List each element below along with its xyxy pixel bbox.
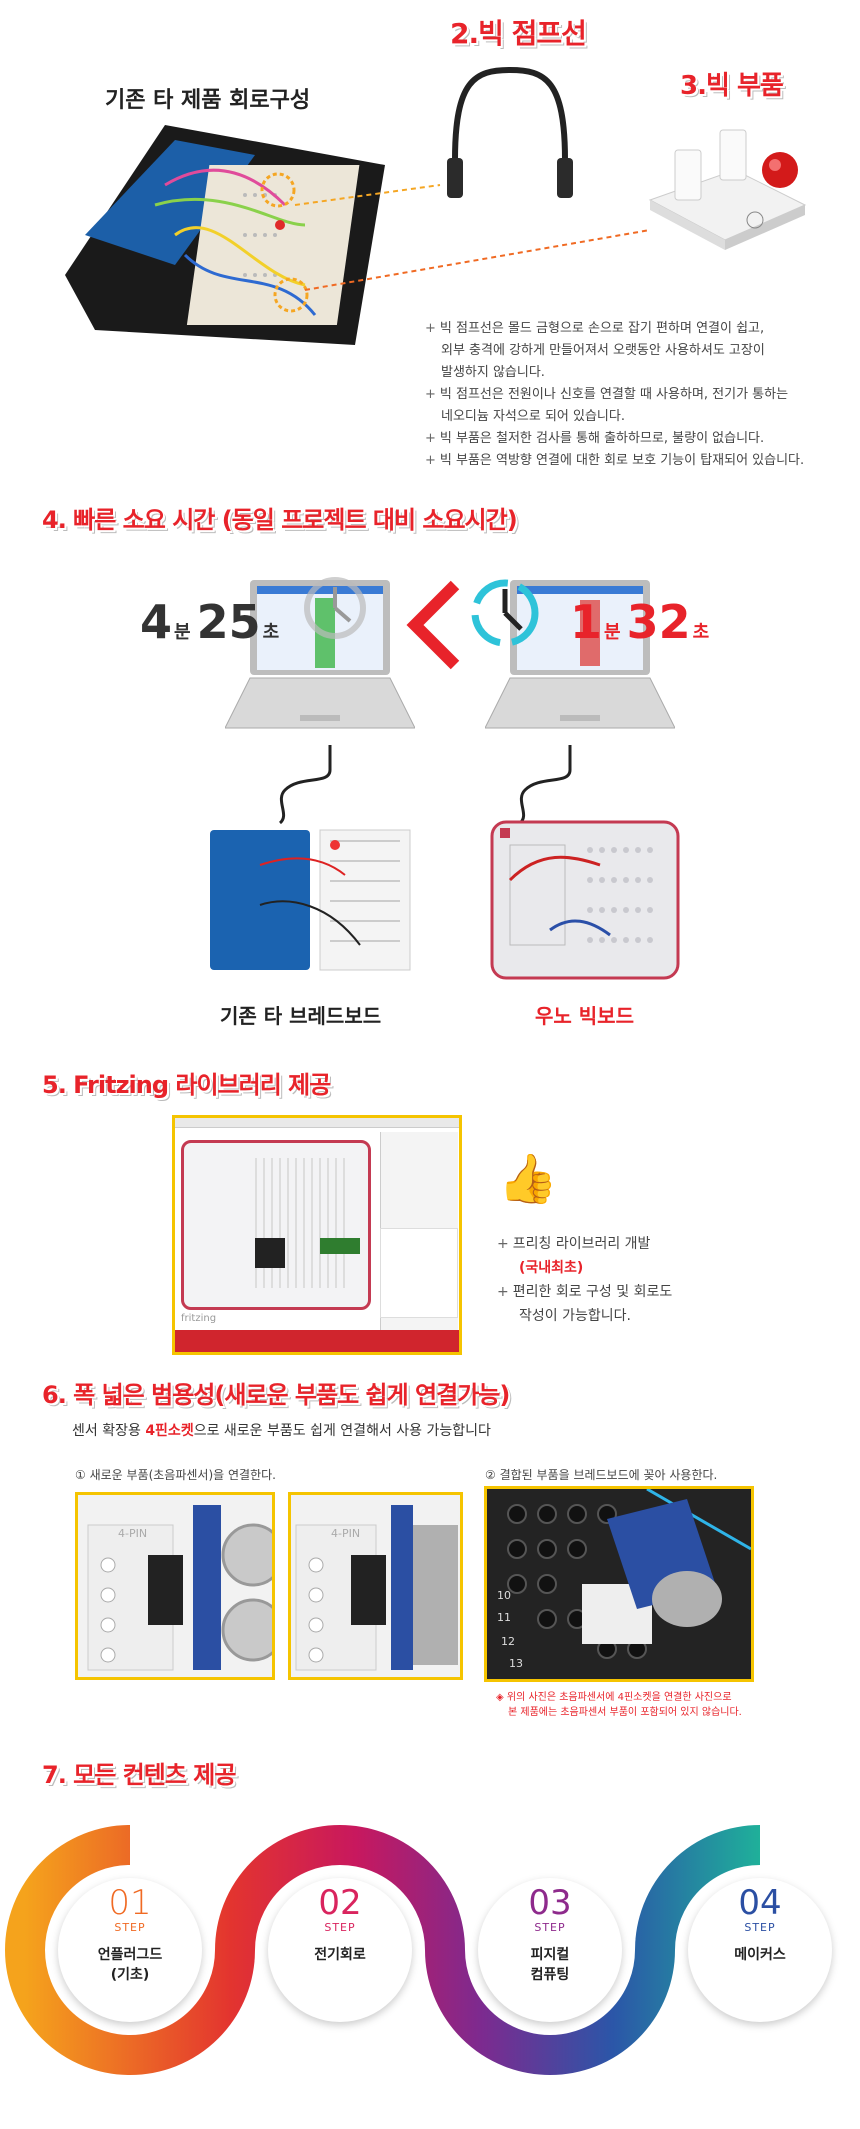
versatility-subtitle: 센서 확장용 4핀소켓으로 새로운 부품도 쉽게 연결해서 사용 가능합니다: [72, 1423, 491, 1439]
step1-caption: ① 새로운 부품(초음파센서)을 연결한다.: [75, 1468, 276, 1482]
usb-cables-image: [278, 745, 572, 825]
step-03: 03 STEP 피지컬 컴퓨팅: [478, 1885, 622, 1984]
step-word: STEP: [534, 1921, 566, 1934]
step-label: 언플러그드: [97, 1947, 163, 1963]
step-01: 01 STEP 언플러그드 (기초): [58, 1885, 202, 1984]
uno-bigboard-caption: 우노 빅보드: [535, 1004, 634, 1028]
versatility-title: 6. 폭 넓은 범용성(새로운 부품도 쉽게 연결가능): [42, 1381, 510, 1409]
right-laptop-image: [485, 580, 675, 729]
sensor-photo-1: 4-PIN: [75, 1492, 285, 1680]
step-number: 04: [738, 1883, 782, 1923]
step-sublabel: (기초): [110, 1967, 150, 1983]
step-label: 전기회로: [314, 1947, 366, 1963]
section-fritzing: 5. Fritzing 라이브러리 제공 fritzing 👍 +프리칭 라이브…: [0, 1060, 860, 1360]
row-label-11: 11: [497, 1611, 511, 1624]
step-word: STEP: [114, 1921, 146, 1934]
row-label-10: 10: [497, 1589, 511, 1602]
fritzing-label: fritzing: [181, 1313, 217, 1324]
sensor-note: ◈ 위의 사진은 초음파센서에 4핀소켓을 연결한 사진으로 본 제품에는 초음…: [496, 1692, 742, 1718]
section-big-parts: 기존 타 제품 회로구성 2.빅 점프선 3.빅 부품: [0, 0, 860, 490]
step-number: 01: [108, 1883, 152, 1923]
big-parts-description: +빅 점프선은 몰드 금형으로 손으로 잡기 편하며 연결이 쉽고, 외부 충격…: [425, 321, 805, 468]
fritzing-screenshot: fritzing: [172, 1115, 462, 1355]
big-jumper-wire-image: [447, 66, 573, 198]
step-02: 02 STEP 전기회로: [268, 1885, 412, 1964]
step2-caption: ② 결합된 부품을 브레드보드에 꽂아 사용한다.: [485, 1468, 718, 1482]
pin-label-2: 4-PIN: [331, 1527, 361, 1540]
row-label-12: 12: [501, 1635, 515, 1648]
section-versatility: 6. 폭 넓은 범용성(새로운 부품도 쉽게 연결가능) 센서 확장용 4핀소켓…: [0, 1370, 860, 1750]
contents-title: 7. 모든 컨텐츠 제공: [42, 1761, 236, 1789]
step-04: 04 STEP 메이커스: [688, 1885, 832, 1964]
row-label-13: 13: [509, 1657, 523, 1670]
step-number: 02: [318, 1883, 362, 1923]
right-stopwatch-icon: [471, 579, 539, 647]
left-stopwatch-icon: [304, 577, 366, 639]
existing-circuit-heading: 기존 타 제품 회로구성: [105, 88, 311, 113]
uno-bigboard-image: [490, 820, 680, 980]
step-label: 피지컬: [530, 1947, 570, 1963]
step-number: 03: [528, 1883, 572, 1923]
fritzing-description: +프리칭 라이브러리 개발 (국내최초) +편리한 회로 구성 및 회로도 작성…: [497, 1236, 673, 1324]
step-sublabel: 컴퓨팅: [530, 1967, 570, 1983]
existing-breadboard-image: [210, 829, 411, 971]
existing-breadboard-caption: 기존 타 브레드보드: [220, 1004, 382, 1028]
thumbs-up-icon: 👍: [498, 1151, 558, 1207]
sensor-photo-2: 4-PIN: [288, 1492, 463, 1680]
big-led-part-image: [648, 129, 807, 250]
big-parts-title: 3.빅 부품: [680, 71, 784, 101]
big-jumper-title: 2.빅 점프선: [450, 17, 587, 50]
steps-ribbon: [5, 1825, 832, 2075]
section-contents: 7. 모든 컨텐츠 제공 01 STEP 언플러그드 (기초) 02: [0, 1755, 860, 2129]
less-than-chevron-icon: [406, 580, 460, 670]
arduino-breadboard-image: [65, 125, 385, 345]
step-word: STEP: [744, 1921, 776, 1934]
fast-time-title: 4. 빠른 소요 시간 (동일 프로젝트 대비 소요시간): [42, 506, 518, 534]
step-label: 메이커스: [734, 1947, 786, 1963]
step-word: STEP: [324, 1921, 356, 1934]
fritzing-title: 5. Fritzing 라이브러리 제공: [42, 1071, 331, 1099]
pin-label-1: 4-PIN: [118, 1527, 148, 1540]
sensor-on-board-photo: 10 11 12 13: [484, 1486, 754, 1682]
